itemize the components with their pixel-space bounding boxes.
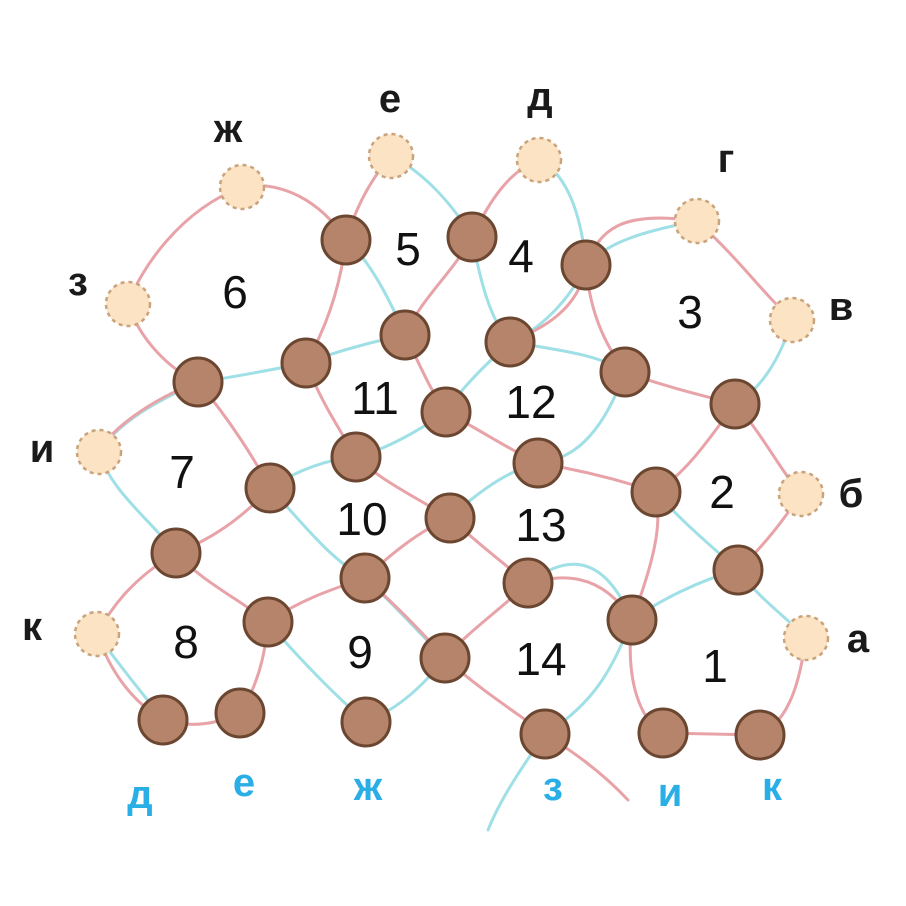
bead [424,492,476,544]
bead [420,386,472,438]
bead [339,552,391,604]
anchor-point-b [777,470,825,518]
anchor-label-zh: ж [213,107,243,151]
pink-thread-paths [95,154,808,802]
anchor-point-e [367,132,415,180]
thread-end-labels: д е ж з и к [127,761,783,817]
anchor-label-a: а [847,617,870,661]
anchor-point-g [673,197,721,245]
bead [560,239,612,291]
bead [484,316,536,368]
cell-number-3: 3 [677,286,703,338]
anchor-label-z: з [68,260,88,304]
anchor-label-g: г [718,137,735,181]
cell-number-7: 7 [169,446,195,498]
bead [150,527,202,579]
bead [519,708,571,760]
bead [502,557,554,609]
thread-end-label-k: к [762,765,783,809]
anchor-label-v: в [829,285,854,329]
cell-number-6: 6 [222,266,248,318]
bead [242,596,294,648]
cell-number-13: 13 [515,499,566,551]
bead [172,356,224,408]
anchor-point-v [768,296,816,344]
cell-number-12: 12 [505,376,556,428]
blue-thread-segment [389,154,627,374]
thread-end-label-i: и [658,771,683,815]
anchor-label-k: к [22,605,43,649]
pink-thread-segment [442,581,630,802]
beads [137,211,786,761]
bead [734,709,786,761]
bead [599,346,651,398]
anchor-point-k [73,610,121,658]
pink-thread-segment [403,158,541,414]
bead [512,437,564,489]
bead [137,694,189,746]
cell-number-8: 8 [173,616,199,668]
cell-numbers: 1 2 3 4 5 6 7 8 9 10 11 12 13 14 [169,223,735,692]
bead [379,309,431,361]
cell-number-9: 9 [347,626,373,678]
anchor-label-e: е [379,77,401,121]
bead [419,632,471,684]
anchor-point-i [75,428,123,476]
anchor-point-a [782,614,830,662]
bead [214,687,266,739]
anchor-point-z [104,280,152,328]
thread-end-label-zh: ж [353,765,383,809]
cell-number-5: 5 [395,223,421,275]
cell-number-10: 10 [336,493,387,545]
cell-number-1: 1 [702,640,728,692]
cell-number-4: 4 [508,230,534,282]
anchor-point-d [515,136,563,184]
bead [712,544,764,596]
anchor-point-zh [218,163,266,211]
pink-thread-segment [174,516,452,624]
anchor-label-b: б [839,472,864,516]
bead [630,466,682,518]
bead [320,214,372,266]
bead [330,431,382,483]
thread-end-label-d: д [127,773,152,817]
bead [446,211,498,263]
bead [340,696,392,748]
anchor-points [73,132,830,662]
anchor-label-d: д [527,75,552,119]
thread-end-label-e: е [233,761,255,805]
anchor-letter-labels: а б в г д е ж з и к [22,75,870,661]
cell-number-14: 14 [515,633,566,685]
bead [244,462,296,514]
anchor-label-i: и [30,427,55,471]
pink-thread-segment [95,620,270,726]
bead [280,337,332,389]
bead [637,707,689,759]
thread-end-label-z: з [543,765,563,809]
pink-thread-segment [444,402,737,494]
cell-number-2: 2 [709,466,735,518]
bead [709,378,761,430]
bead [606,594,658,646]
cell-number-11: 11 [351,372,399,424]
